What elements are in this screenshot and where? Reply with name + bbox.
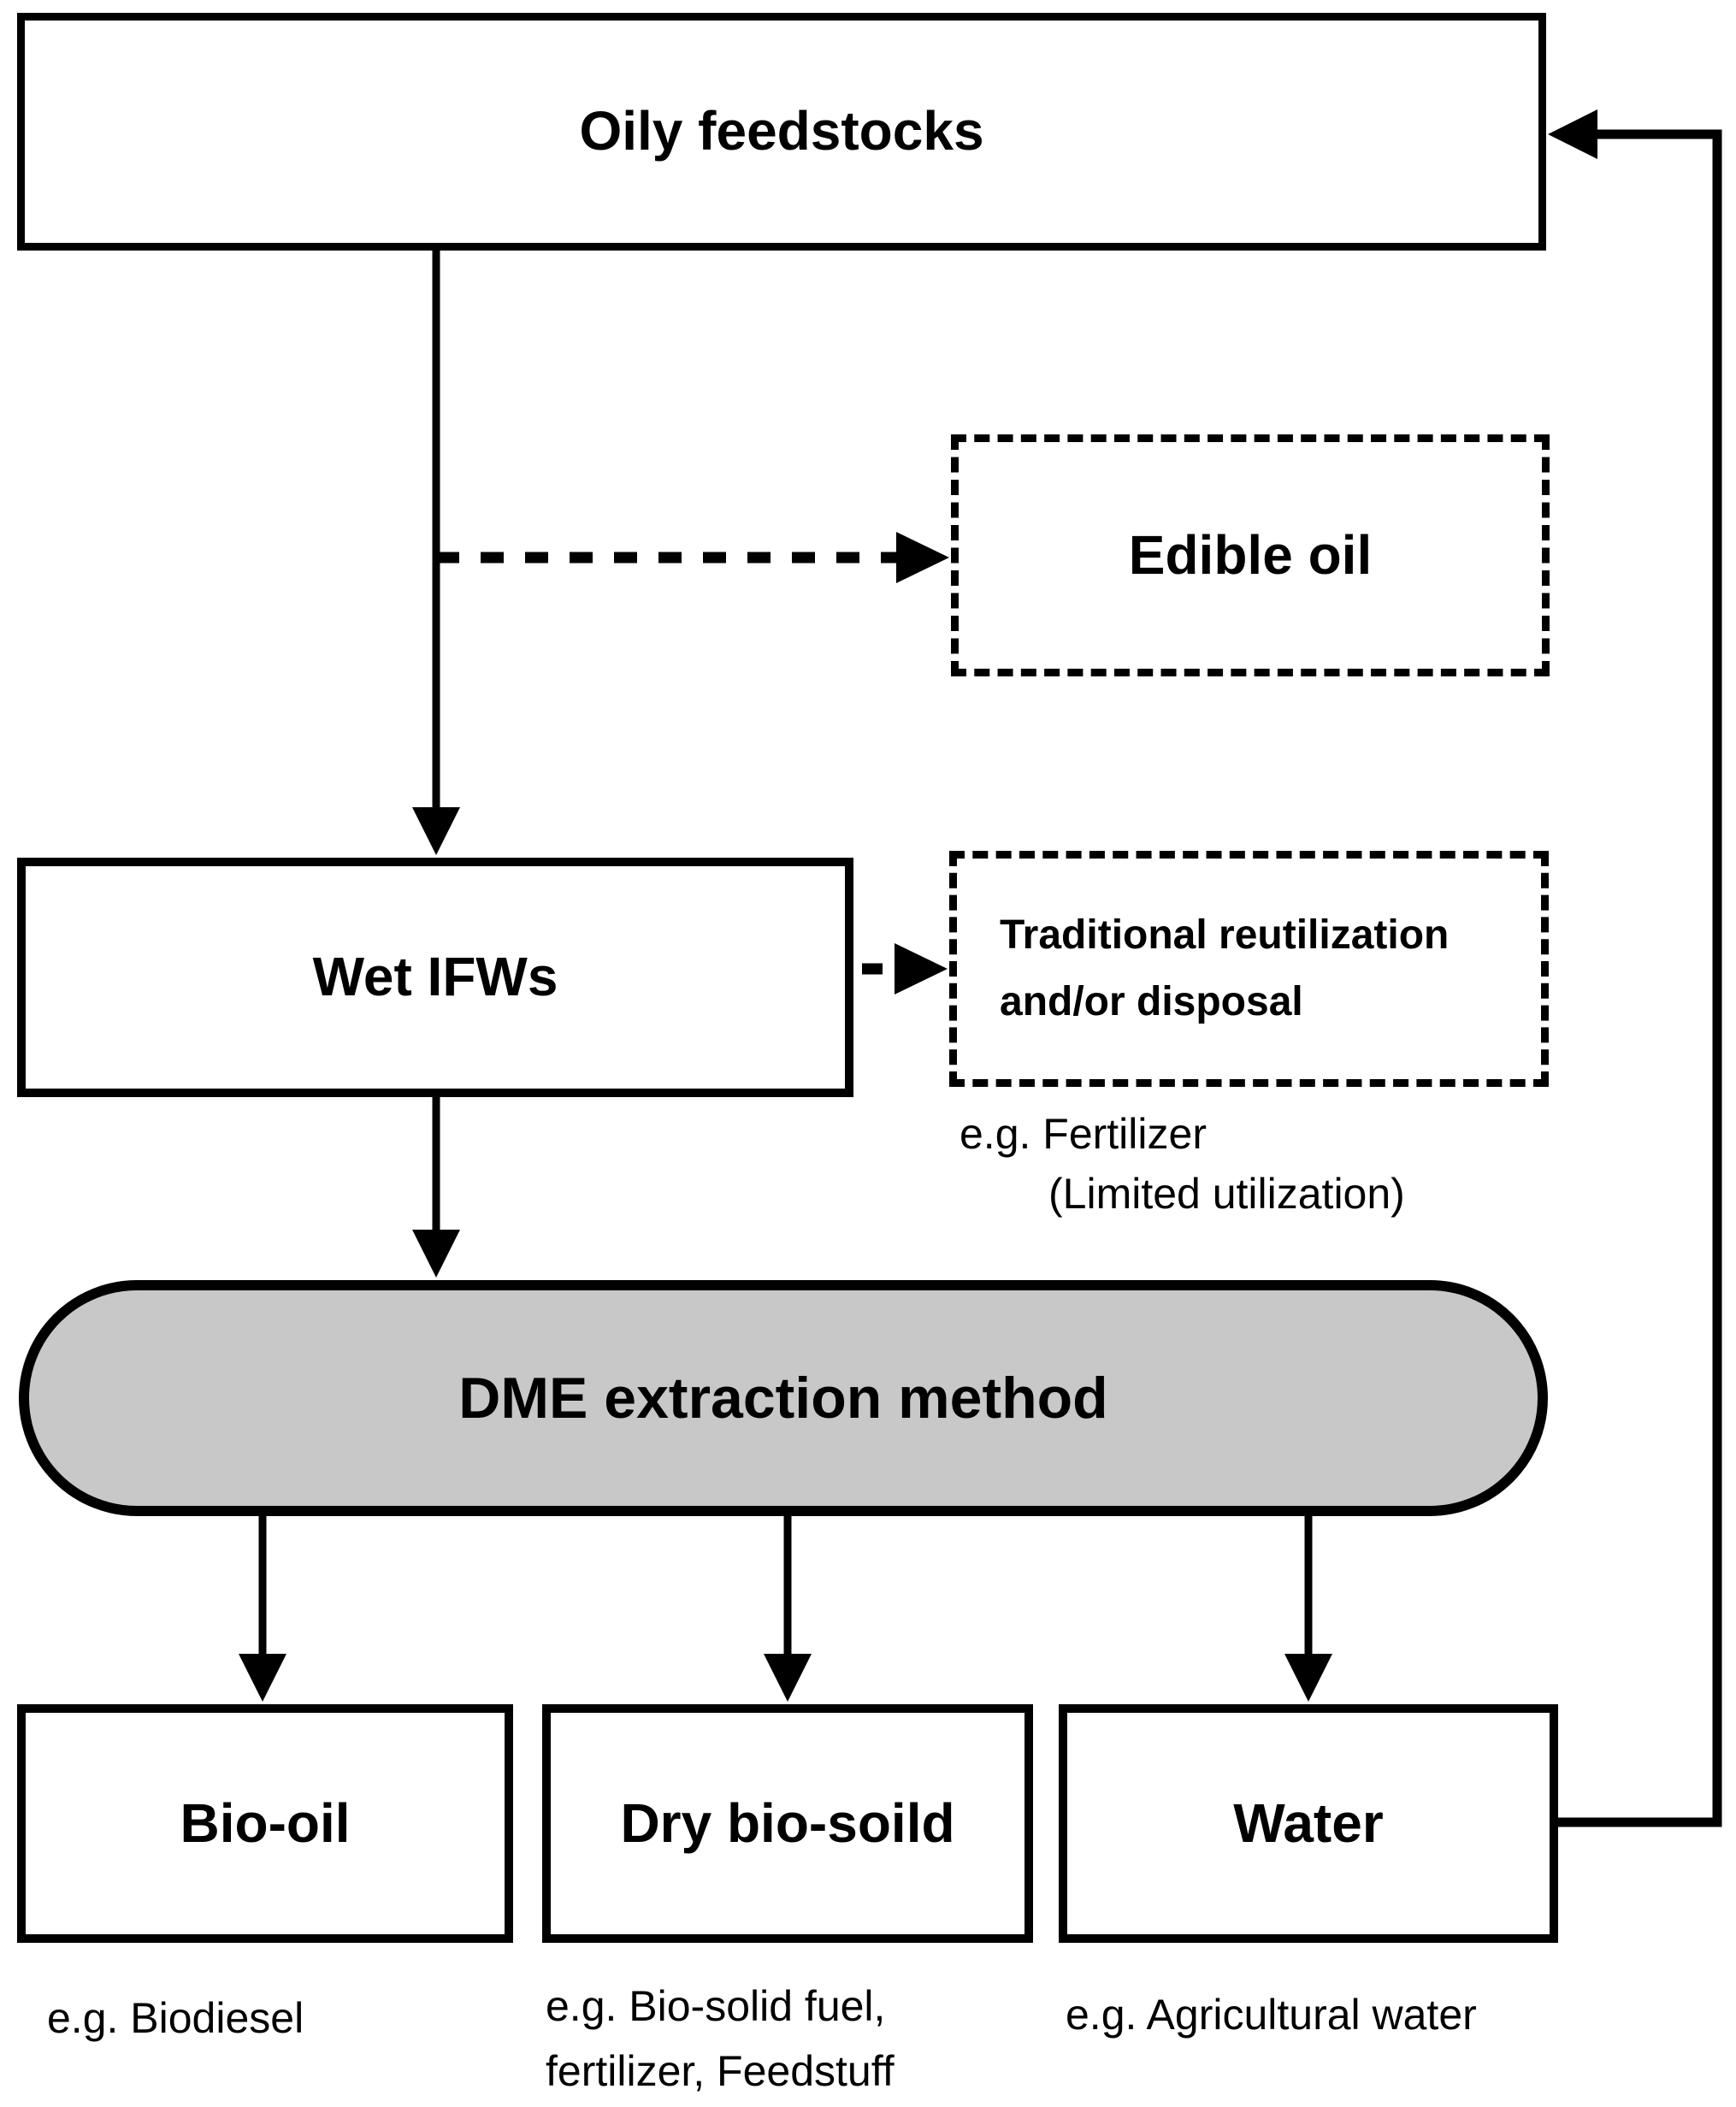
arrowhead-water-feedback <box>1548 109 1597 159</box>
node-wet-ifws-label: Wet IFWs <box>312 946 558 1008</box>
connector-water-feedback <box>1558 129 1722 1827</box>
node-water-label: Water <box>1233 1791 1384 1854</box>
arrowhead-branch-to-edible-oil <box>896 532 949 583</box>
node-traditional-label-line2: and/or disposal <box>1000 979 1303 1024</box>
node-wet-ifws: Wet IFWs <box>17 858 853 1097</box>
node-dry-bio-solid-label: Dry bio-soild <box>620 1791 955 1854</box>
node-bio-oil-label: Bio-oil <box>180 1791 351 1854</box>
node-traditional-label-line1: Traditional reutilization <box>1000 912 1450 959</box>
arrowhead-dme-to-drybiosolid <box>764 1654 812 1702</box>
annotation-biodiesel: e.g. Biodiesel <box>47 1994 304 2042</box>
node-traditional-reutilization: Traditional reutilization and/or disposa… <box>949 851 1549 1087</box>
node-oily-feedstocks-label: Oily feedstocks <box>579 100 984 162</box>
arrowhead-oily-to-wetifws <box>412 807 460 855</box>
annotation-fertilizer-line2: (Limited utilization) <box>1048 1170 1405 1218</box>
node-dry-bio-solid: Dry bio-soild <box>542 1704 1033 1943</box>
node-dme-extraction-method: DME extraction method <box>19 1280 1548 1516</box>
node-edible-oil-label: Edible oil <box>1128 523 1373 586</box>
node-edible-oil: Edible oil <box>951 434 1550 676</box>
arrowhead-wetifws-to-traditional <box>895 943 948 994</box>
node-dme-label: DME extraction method <box>458 1365 1108 1431</box>
node-water: Water <box>1059 1704 1558 1943</box>
node-bio-oil: Bio-oil <box>17 1704 513 1943</box>
arrowhead-wetifws-to-dme <box>412 1230 460 1278</box>
arrowhead-dme-to-water <box>1284 1654 1332 1702</box>
node-oily-feedstocks: Oily feedstocks <box>17 13 1546 251</box>
arrowhead-dme-to-biooil <box>239 1654 286 1702</box>
annotation-biosolid-line1: e.g. Bio-solid fuel, <box>546 1982 886 2030</box>
annotation-agricultural-water: e.g. Agricultural water <box>1066 1991 1477 2039</box>
annotation-biosolid-line2: fertilizer, Feedstuff <box>546 2047 895 2095</box>
annotation-fertilizer-line1: e.g. Fertilizer <box>960 1110 1207 1158</box>
